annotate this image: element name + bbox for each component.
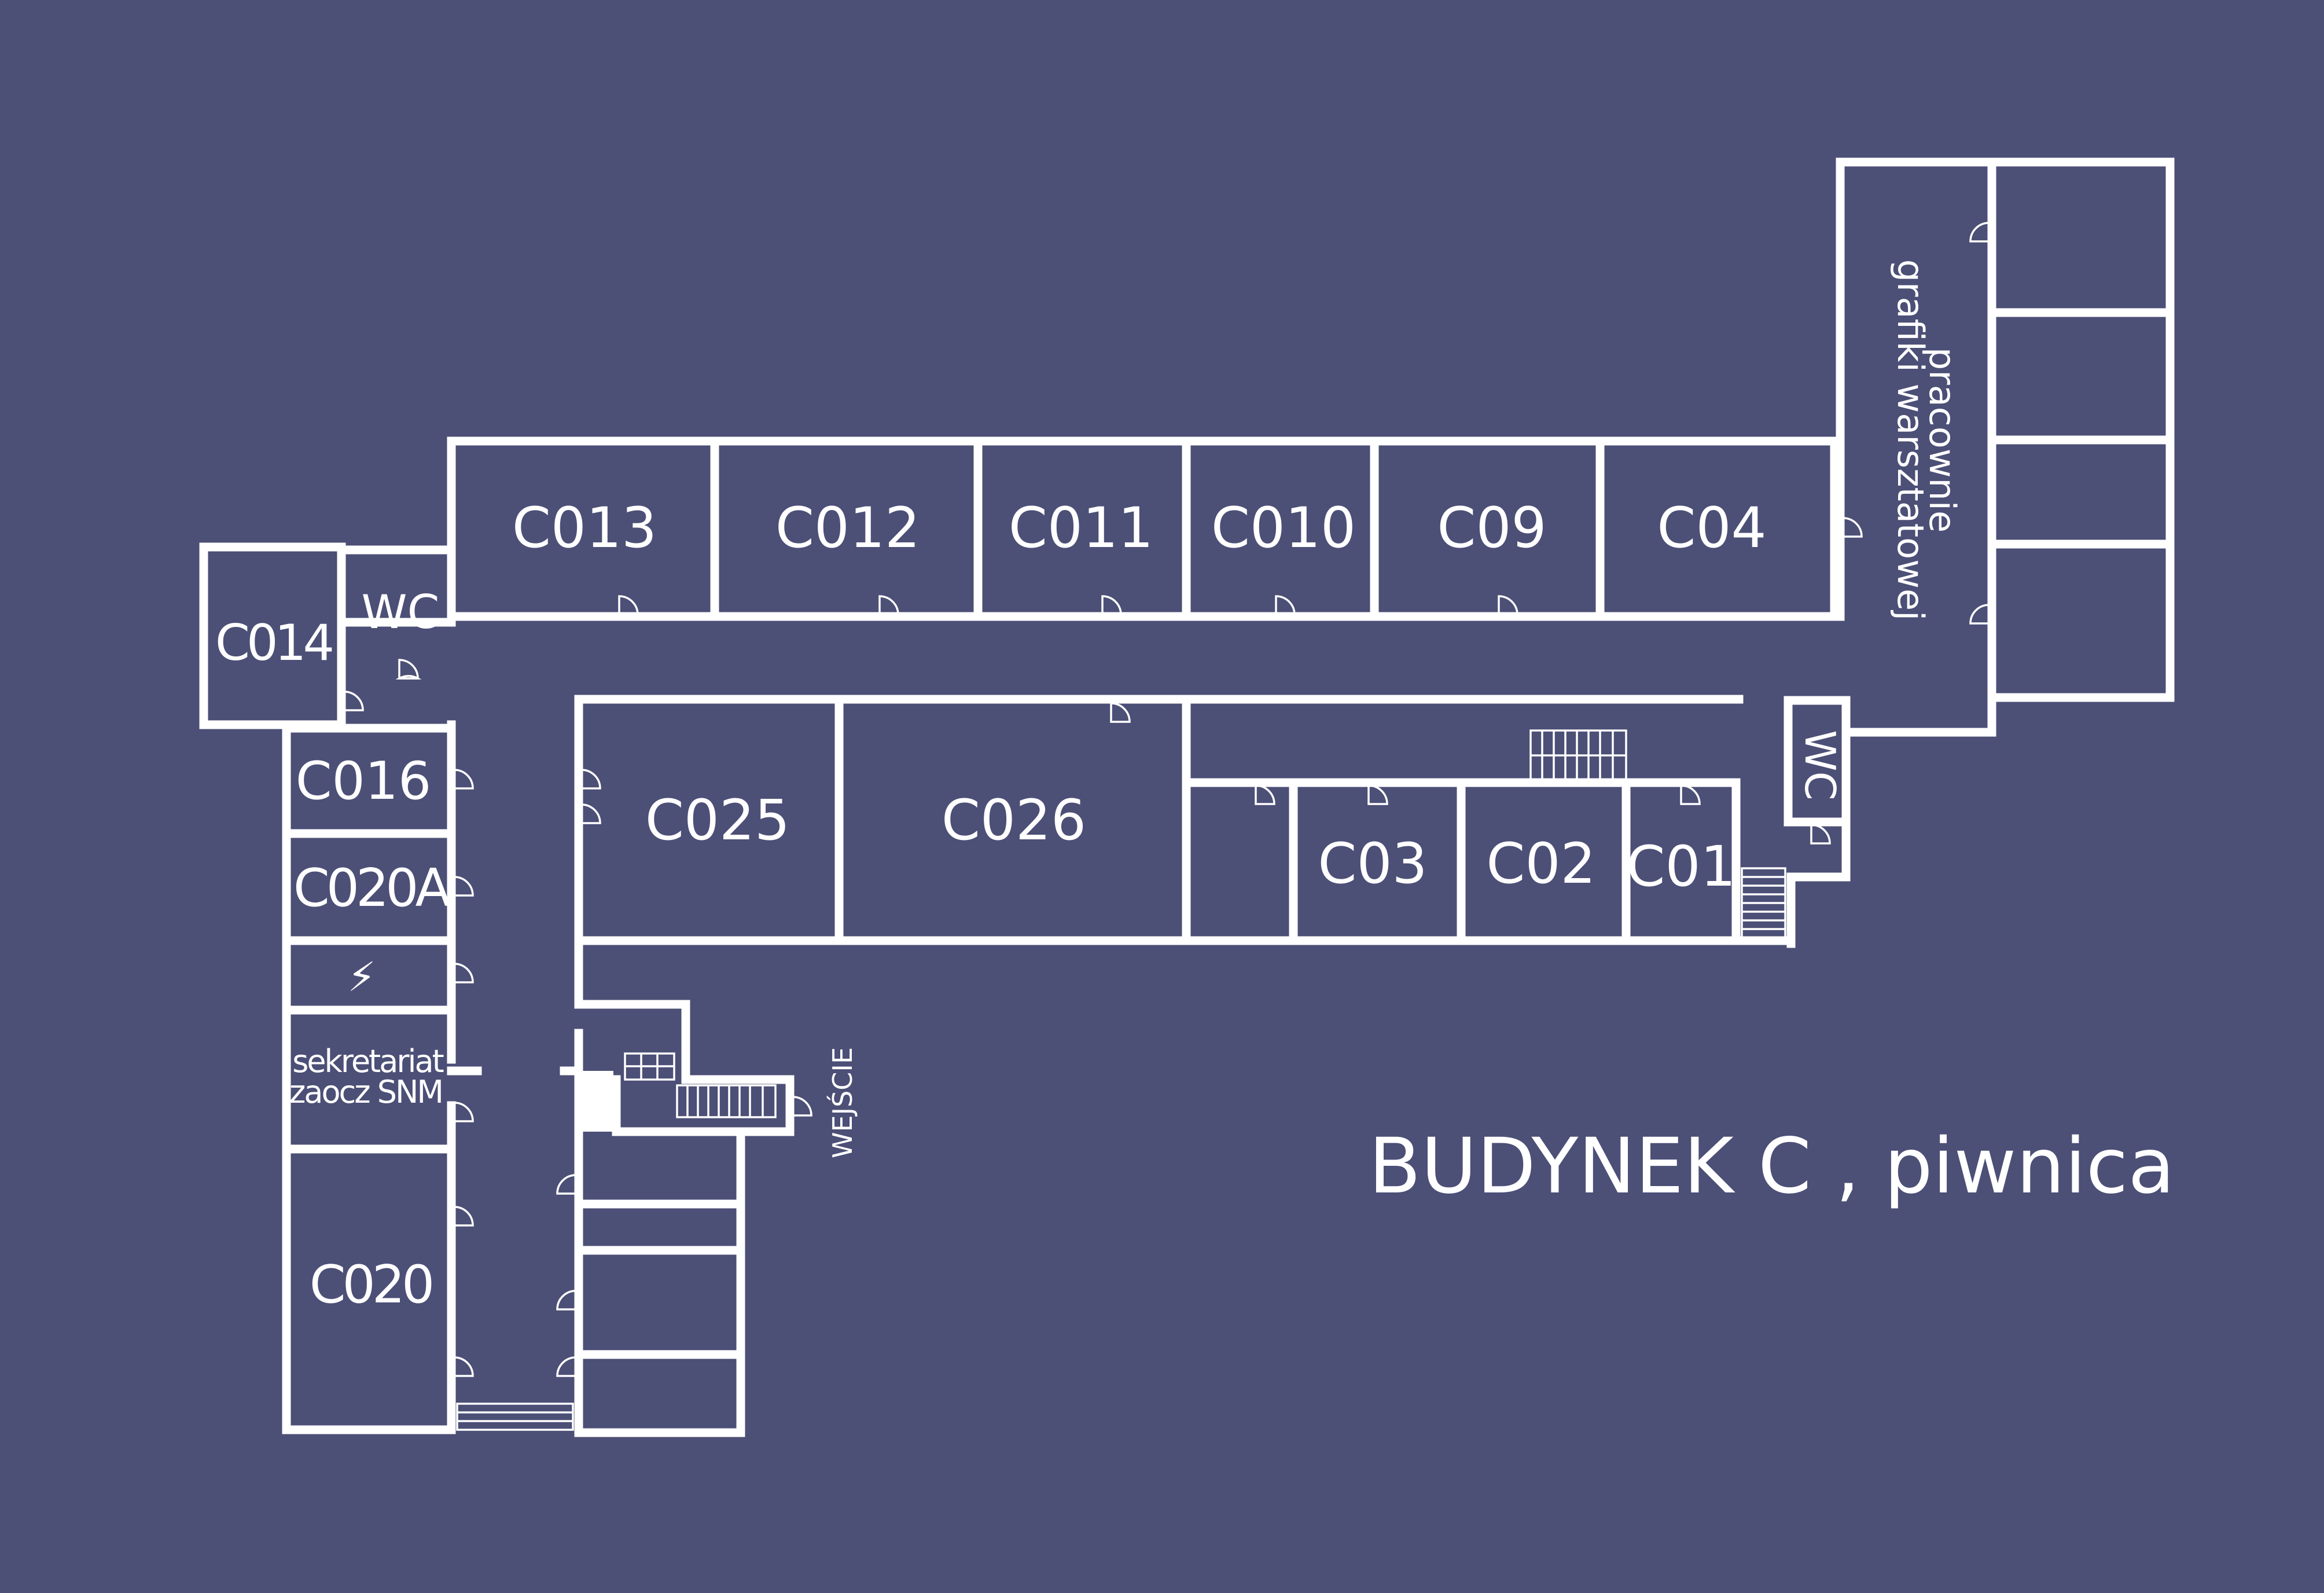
walls [199, 157, 2175, 1437]
room-c010[interactable]: C010 [1211, 495, 1356, 560]
room-c011[interactable]: C011 [1009, 495, 1153, 560]
room-c09[interactable]: C09 [1437, 495, 1546, 560]
plan-title: BUDYNEK C , piwnica [1369, 1122, 2175, 1211]
entrance-label: WEJŚCIE [827, 1047, 858, 1158]
room-secretariat-line1[interactable]: sekretariat [292, 1043, 445, 1080]
lightning-bolt-icon: ⚡ [347, 953, 376, 1001]
room-wc-right[interactable]: WC [1796, 730, 1844, 800]
pillar [579, 1071, 613, 1132]
room-c01[interactable]: C01 [1626, 834, 1735, 899]
workshop-label-line1[interactable]: pracownie [1921, 347, 1963, 533]
room-c03[interactable]: C03 [1318, 831, 1427, 896]
room-c013[interactable]: C013 [512, 495, 657, 560]
room-secretariat-line2[interactable]: zaocz SNM [289, 1074, 444, 1110]
room-c020a[interactable]: C020A [293, 858, 454, 919]
room-c014[interactable]: C014 [215, 614, 335, 672]
room-c04[interactable]: C04 [1657, 495, 1766, 560]
door-swing-icon [343, 222, 1990, 1377]
room-c025[interactable]: C025 [645, 788, 790, 853]
room-c020[interactable]: C020 [310, 1254, 435, 1315]
room-labels: C013 C012 C011 C010 C09 C04 C014 WC C016… [215, 259, 1963, 1315]
room-c026[interactable]: C026 [942, 788, 1086, 853]
room-wc-left[interactable]: WC [362, 585, 440, 639]
room-c02[interactable]: C02 [1486, 831, 1595, 896]
room-c016[interactable]: C016 [296, 751, 432, 812]
workshop-label-line2[interactable]: grafiki warsztatowej [1889, 259, 1932, 621]
room-c012[interactable]: C012 [775, 495, 920, 560]
stairs-icon [456, 729, 1786, 1431]
